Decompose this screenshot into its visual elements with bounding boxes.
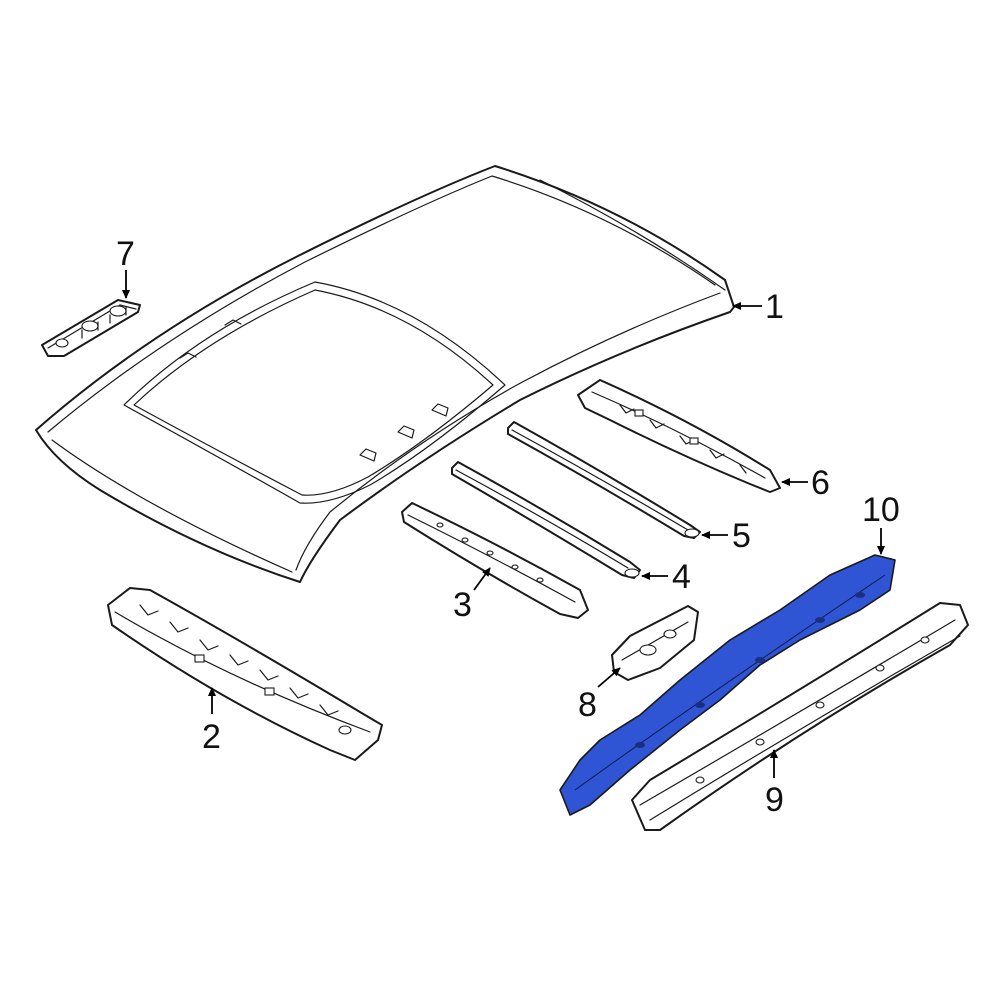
callout-8: 8: [578, 686, 597, 724]
reinforcement-part-10[interactable]: [559, 554, 896, 816]
side-rail-part-9[interactable]: [631, 602, 969, 831]
leader-3: [473, 567, 491, 591]
front-bow-part-3[interactable]: [401, 502, 589, 619]
callout-9: 9: [765, 781, 784, 819]
roof-panel[interactable]: [35, 165, 735, 583]
callout-1: 1: [765, 288, 784, 326]
bracket-part-7[interactable]: [41, 299, 141, 357]
callout-2: 2: [202, 718, 221, 756]
callout-6: 6: [811, 464, 830, 502]
roof-bow-part-4[interactable]: [451, 461, 641, 579]
roof-bow-part-5[interactable]: [507, 421, 701, 539]
callout-5: 5: [732, 517, 751, 555]
front-header-part-2[interactable]: [107, 587, 383, 761]
bracket-part-8[interactable]: [611, 605, 699, 681]
callout-3: 3: [453, 586, 472, 624]
callout-10: 10: [862, 491, 900, 529]
callout-7: 7: [116, 235, 135, 273]
rear-rail-part-6[interactable]: [577, 379, 781, 493]
callout-4: 4: [672, 558, 691, 596]
leader-8: [597, 667, 621, 688]
